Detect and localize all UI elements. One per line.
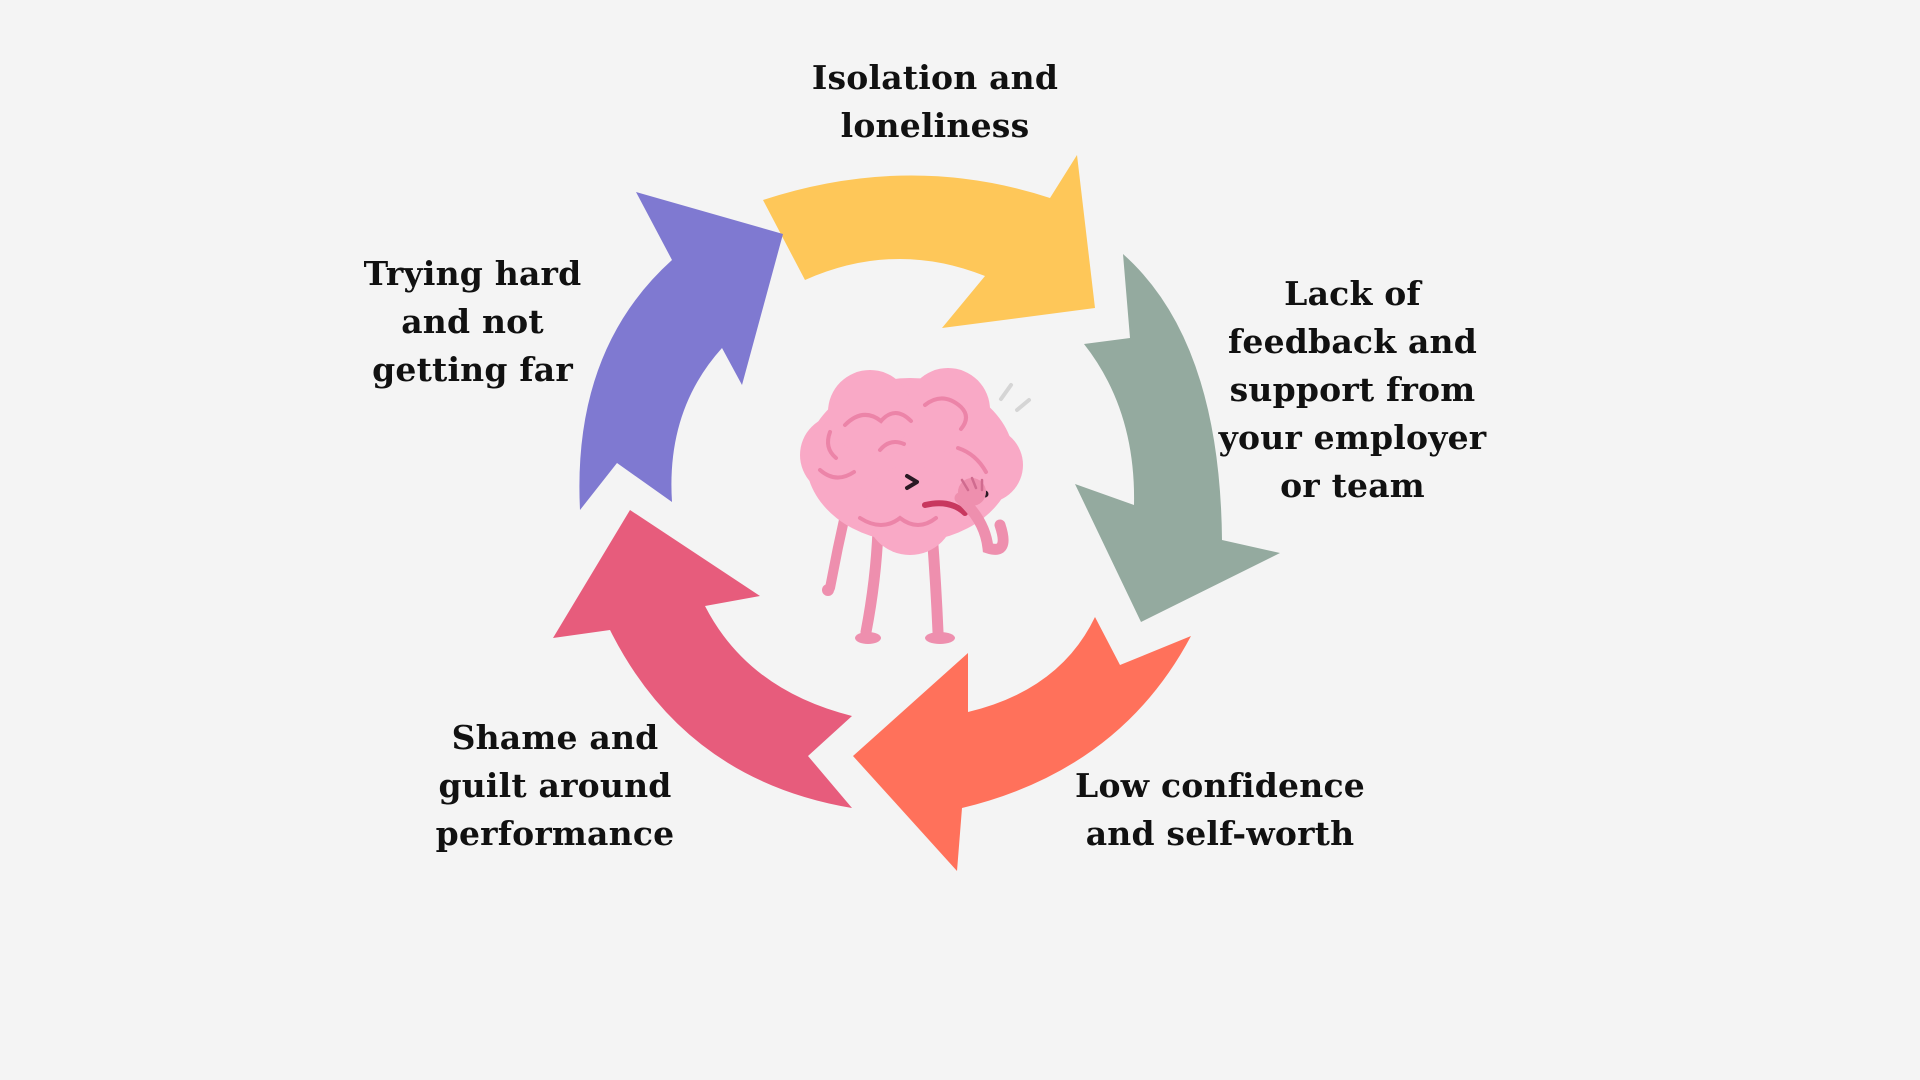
arrow-feedback bbox=[1075, 254, 1280, 622]
step-label-shame: Shame and guilt around performance bbox=[435, 718, 675, 853]
step-label-trying: Trying hard and not getting far bbox=[363, 254, 582, 389]
step-label-confidence: Low confidence and self-worth bbox=[1075, 766, 1365, 853]
arrow-isolation bbox=[763, 155, 1095, 328]
sad-brain-icon bbox=[800, 368, 1031, 644]
step-label-feedback: Lack of feedback and support from your e… bbox=[1218, 274, 1487, 505]
arrow-trying bbox=[579, 192, 783, 510]
step-label-isolation: Isolation and loneliness bbox=[811, 58, 1059, 145]
arrow-shame bbox=[553, 510, 852, 808]
arrow-confidence bbox=[853, 617, 1191, 871]
